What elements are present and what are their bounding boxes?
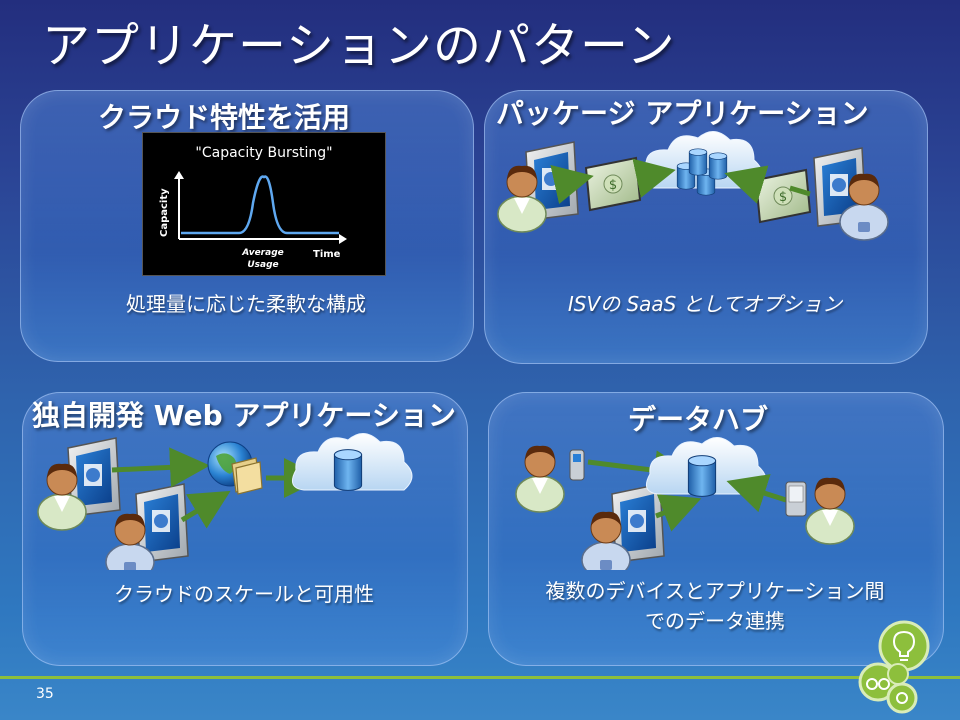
gears-icon <box>886 682 918 714</box>
user-icon <box>805 477 855 545</box>
database-icon <box>708 152 728 180</box>
hub-caption-line2: でのデータ連携 <box>645 609 785 633</box>
hub-caption-line1: 複数のデバイスとアプリケーション間 <box>545 579 885 603</box>
slide-title: アプリケーションのパターン <box>42 18 676 74</box>
footer-divider <box>0 676 960 679</box>
lightbulb-icon <box>878 620 930 672</box>
panel-custom-caption: クラウドのスケールと可用性 <box>114 582 374 606</box>
panel-custom-web-app <box>22 392 468 666</box>
chart-x-label: Time <box>313 249 341 260</box>
package-diagram <box>497 130 889 241</box>
data-hub-diagram <box>515 436 855 570</box>
panel-package-title: パッケージ アプリケーション <box>496 97 869 130</box>
custom-web-diagram <box>37 432 413 570</box>
user-icon <box>515 445 565 513</box>
panel-cloud-title: クラウド特性を活用 <box>98 101 351 134</box>
panel-custom-title: 独自開発 Web アプリケーション <box>32 399 456 432</box>
chart-note-line1: Average <box>241 248 284 258</box>
capacity-bursting-chart: "Capacity Bursting" Capacity Time Averag… <box>142 132 386 276</box>
database-icon <box>687 455 717 497</box>
panel-hub-caption: 複数のデバイスとアプリケーション間 でのデータ連携 <box>488 576 942 636</box>
folder-icon <box>231 457 263 495</box>
chart-heading: "Capacity Bursting" <box>195 145 332 161</box>
chart-note-line2: Usage <box>247 260 278 270</box>
pda-icon <box>785 481 807 517</box>
panel-cloud-caption: 処理量に応じた柔軟な構成 <box>126 292 366 316</box>
money-icon <box>755 169 811 223</box>
panel-package-caption: ISVの SaaS としてオプション <box>567 292 843 316</box>
chart-usage-line <box>181 175 339 235</box>
decorative-logo <box>858 620 930 714</box>
panel-hub-title: データハブ <box>628 403 769 436</box>
phone-icon <box>569 449 585 481</box>
page-number: 35 <box>36 686 54 702</box>
money-icon <box>585 157 641 211</box>
database-icon <box>688 148 708 176</box>
chart-y-label: Capacity <box>159 188 170 237</box>
database-icon <box>333 449 363 491</box>
